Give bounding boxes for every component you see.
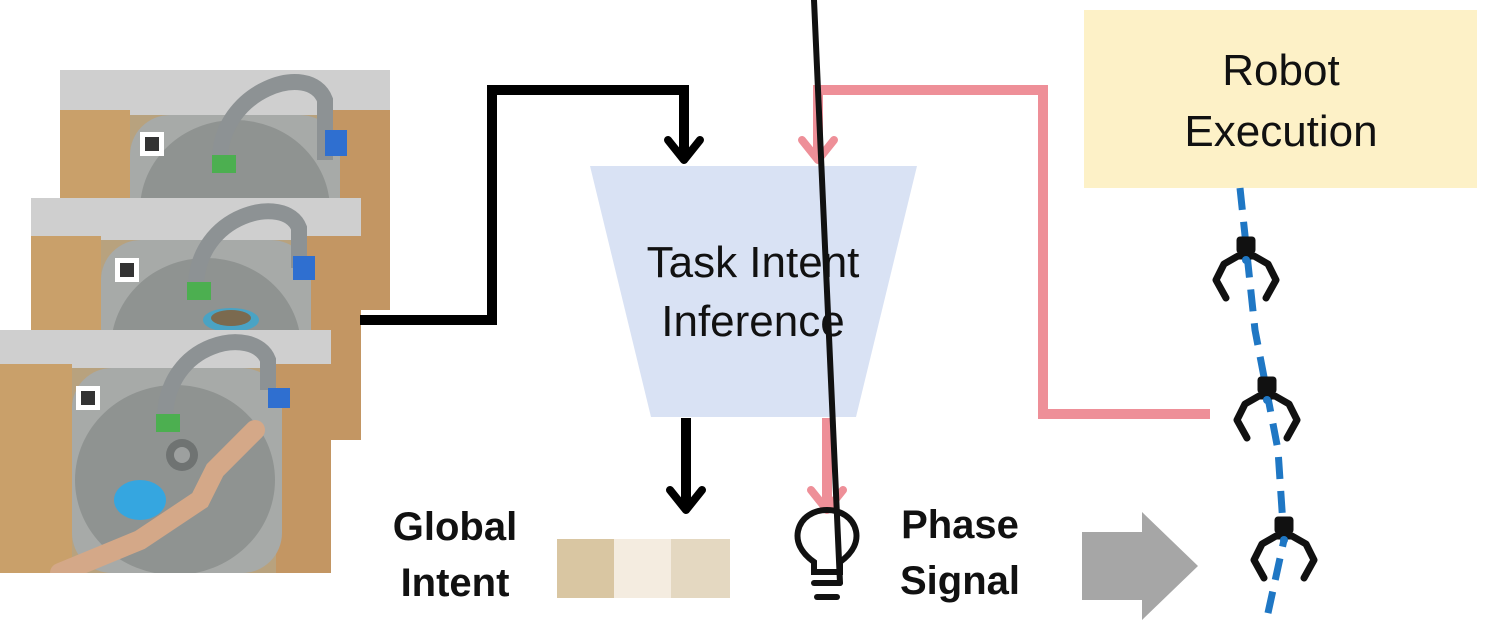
inference-label-line2: Inference bbox=[661, 297, 844, 346]
task-intent-inference-block bbox=[590, 166, 917, 417]
big-arrow-icon bbox=[1082, 512, 1198, 620]
global-intent-swatch-3 bbox=[671, 539, 730, 598]
frames-to-inference-path bbox=[360, 85, 689, 325]
video-frame-3 bbox=[0, 330, 331, 573]
global-intent-label-line1: Global bbox=[393, 505, 517, 549]
global-intent-label-line2: Intent bbox=[401, 561, 510, 605]
robot-feedback-arrowhead bbox=[798, 136, 838, 164]
gripper-icon bbox=[1212, 236, 1280, 302]
phase-signal-label-line2: Signal bbox=[900, 559, 1020, 603]
robot-trajectory-line bbox=[1236, 187, 1288, 623]
global-intent-swatch-1 bbox=[557, 539, 614, 598]
frames-to-inference-arrowhead bbox=[664, 136, 704, 164]
gripper-icon bbox=[1250, 516, 1318, 582]
phase-signal-label-line1: Phase bbox=[901, 503, 1019, 547]
global-intent-swatch-2 bbox=[614, 539, 671, 598]
robot-label-line1: Robot bbox=[1222, 46, 1339, 95]
robot-label-line2: Execution bbox=[1184, 107, 1377, 156]
inference-to-global-intent-arrowhead bbox=[666, 486, 706, 514]
lightbulb-icon bbox=[794, 0, 860, 600]
gripper-icon bbox=[1233, 376, 1301, 442]
robot-execution-block bbox=[1084, 10, 1477, 188]
